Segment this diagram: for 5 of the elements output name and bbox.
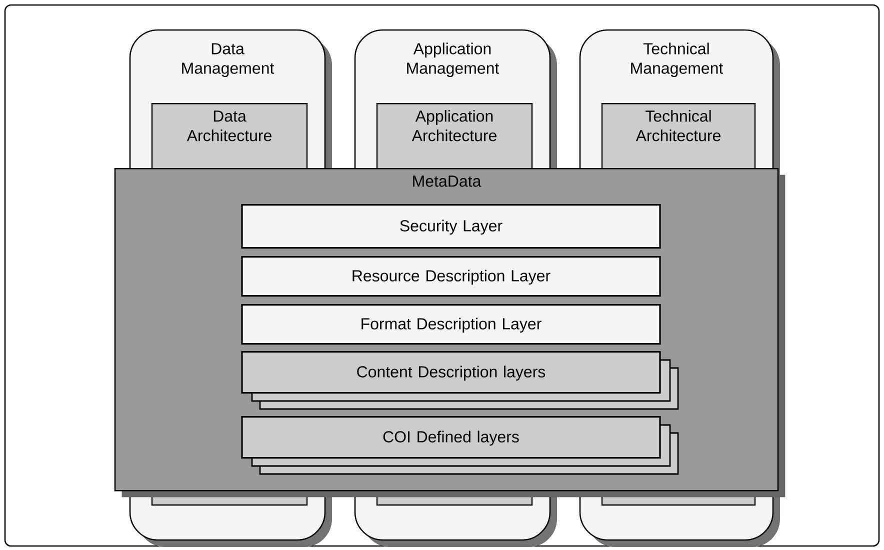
layer-box: Resource Description Layer <box>241 256 661 297</box>
stacked-layer-box: Content Description layers <box>241 351 679 410</box>
layer-box: Format Description Layer <box>241 304 661 345</box>
layer-box: Security Layer <box>241 204 661 249</box>
stacked-layer-box: COI Defined layers <box>241 416 679 475</box>
